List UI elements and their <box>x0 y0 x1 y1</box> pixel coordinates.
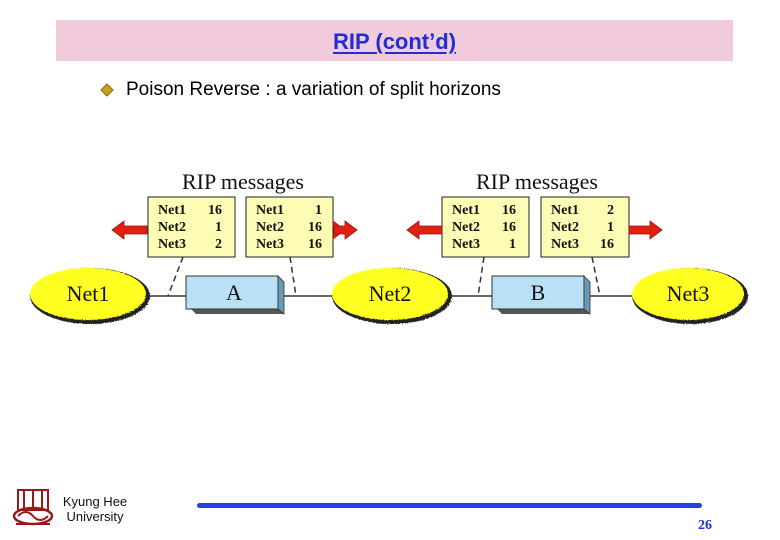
net1-cloud: Net1 <box>30 268 150 324</box>
arrow-left-icon <box>406 220 443 240</box>
leader-line <box>289 256 297 297</box>
net2-label: Net2 <box>369 281 412 306</box>
table-row-metric: 16 <box>502 203 516 218</box>
bullet-item: Poison Reverse : a variation of split ho… <box>100 78 501 102</box>
table-row-net: Net1 <box>256 203 284 218</box>
leader-line <box>477 256 485 297</box>
table-row-metric: 2 <box>607 203 614 218</box>
routing-table-a-right: Net1 1 Net2 16 Net3 16 <box>245 196 334 258</box>
table-row-net: Net1 <box>551 203 579 218</box>
table-row-net: Net3 <box>158 237 186 252</box>
table-row-net: Net1 <box>452 203 480 218</box>
table-row-metric: 16 <box>208 203 222 218</box>
router-a-label: A <box>226 280 242 305</box>
university-name: Kyung Hee University <box>62 494 128 524</box>
net2-cloud: Net2 <box>332 268 452 324</box>
table-row-metric: 1 <box>509 237 516 252</box>
table-row-metric: 1 <box>215 220 222 235</box>
routing-table-a-left: Net1 16 Net2 1 Net3 2 <box>147 196 236 258</box>
net3-cloud: Net3 <box>632 268 748 324</box>
leader-line <box>167 256 184 297</box>
arrow-left-icon <box>111 220 148 240</box>
router-b-label: B <box>531 280 546 305</box>
university-crest-icon <box>12 489 54 526</box>
table-row-net: Net2 <box>256 220 284 235</box>
table-row-net: Net3 <box>256 237 284 252</box>
table-row-metric: 2 <box>215 237 222 252</box>
arrow-right-icon <box>628 220 663 240</box>
router-a: A <box>185 275 285 315</box>
table-row-metric: 16 <box>308 220 322 235</box>
rip-messages-label-right: RIP messages <box>476 169 598 194</box>
table-row-net: Net2 <box>452 220 480 235</box>
bullet-text: Poison Reverse : a variation of split ho… <box>126 79 501 100</box>
net3-label: Net3 <box>667 281 710 306</box>
table-row-net: Net1 <box>158 203 186 218</box>
table-row-net: Net3 <box>452 237 480 252</box>
table-row-metric: 1 <box>315 203 322 218</box>
slide-title: RIP (cont’d) <box>332 29 457 54</box>
table-row-metric: 16 <box>308 237 322 252</box>
router-b: B <box>491 275 591 315</box>
table-row-net: Net3 <box>551 237 579 252</box>
footer-bar <box>197 503 702 508</box>
routing-table-b-right: Net1 2 Net2 1 Net3 16 <box>540 196 630 258</box>
table-row-metric: 16 <box>502 220 516 235</box>
title-band: RIP (cont’d) <box>56 20 733 61</box>
rip-messages-label-left: RIP messages <box>182 169 304 194</box>
routing-table-b-left: Net1 16 Net2 16 Net3 1 <box>441 196 530 258</box>
diamond-bullet-icon <box>100 83 114 97</box>
table-row-net: Net2 <box>551 220 579 235</box>
table-row-metric: 1 <box>607 220 614 235</box>
table-row-metric: 16 <box>600 237 614 252</box>
university-logo <box>12 488 54 528</box>
leader-line <box>591 256 601 297</box>
net1-label: Net1 <box>67 281 110 306</box>
arrow-right-icon <box>333 220 358 240</box>
page-number: 26 <box>698 518 712 533</box>
table-row-net: Net2 <box>158 220 186 235</box>
